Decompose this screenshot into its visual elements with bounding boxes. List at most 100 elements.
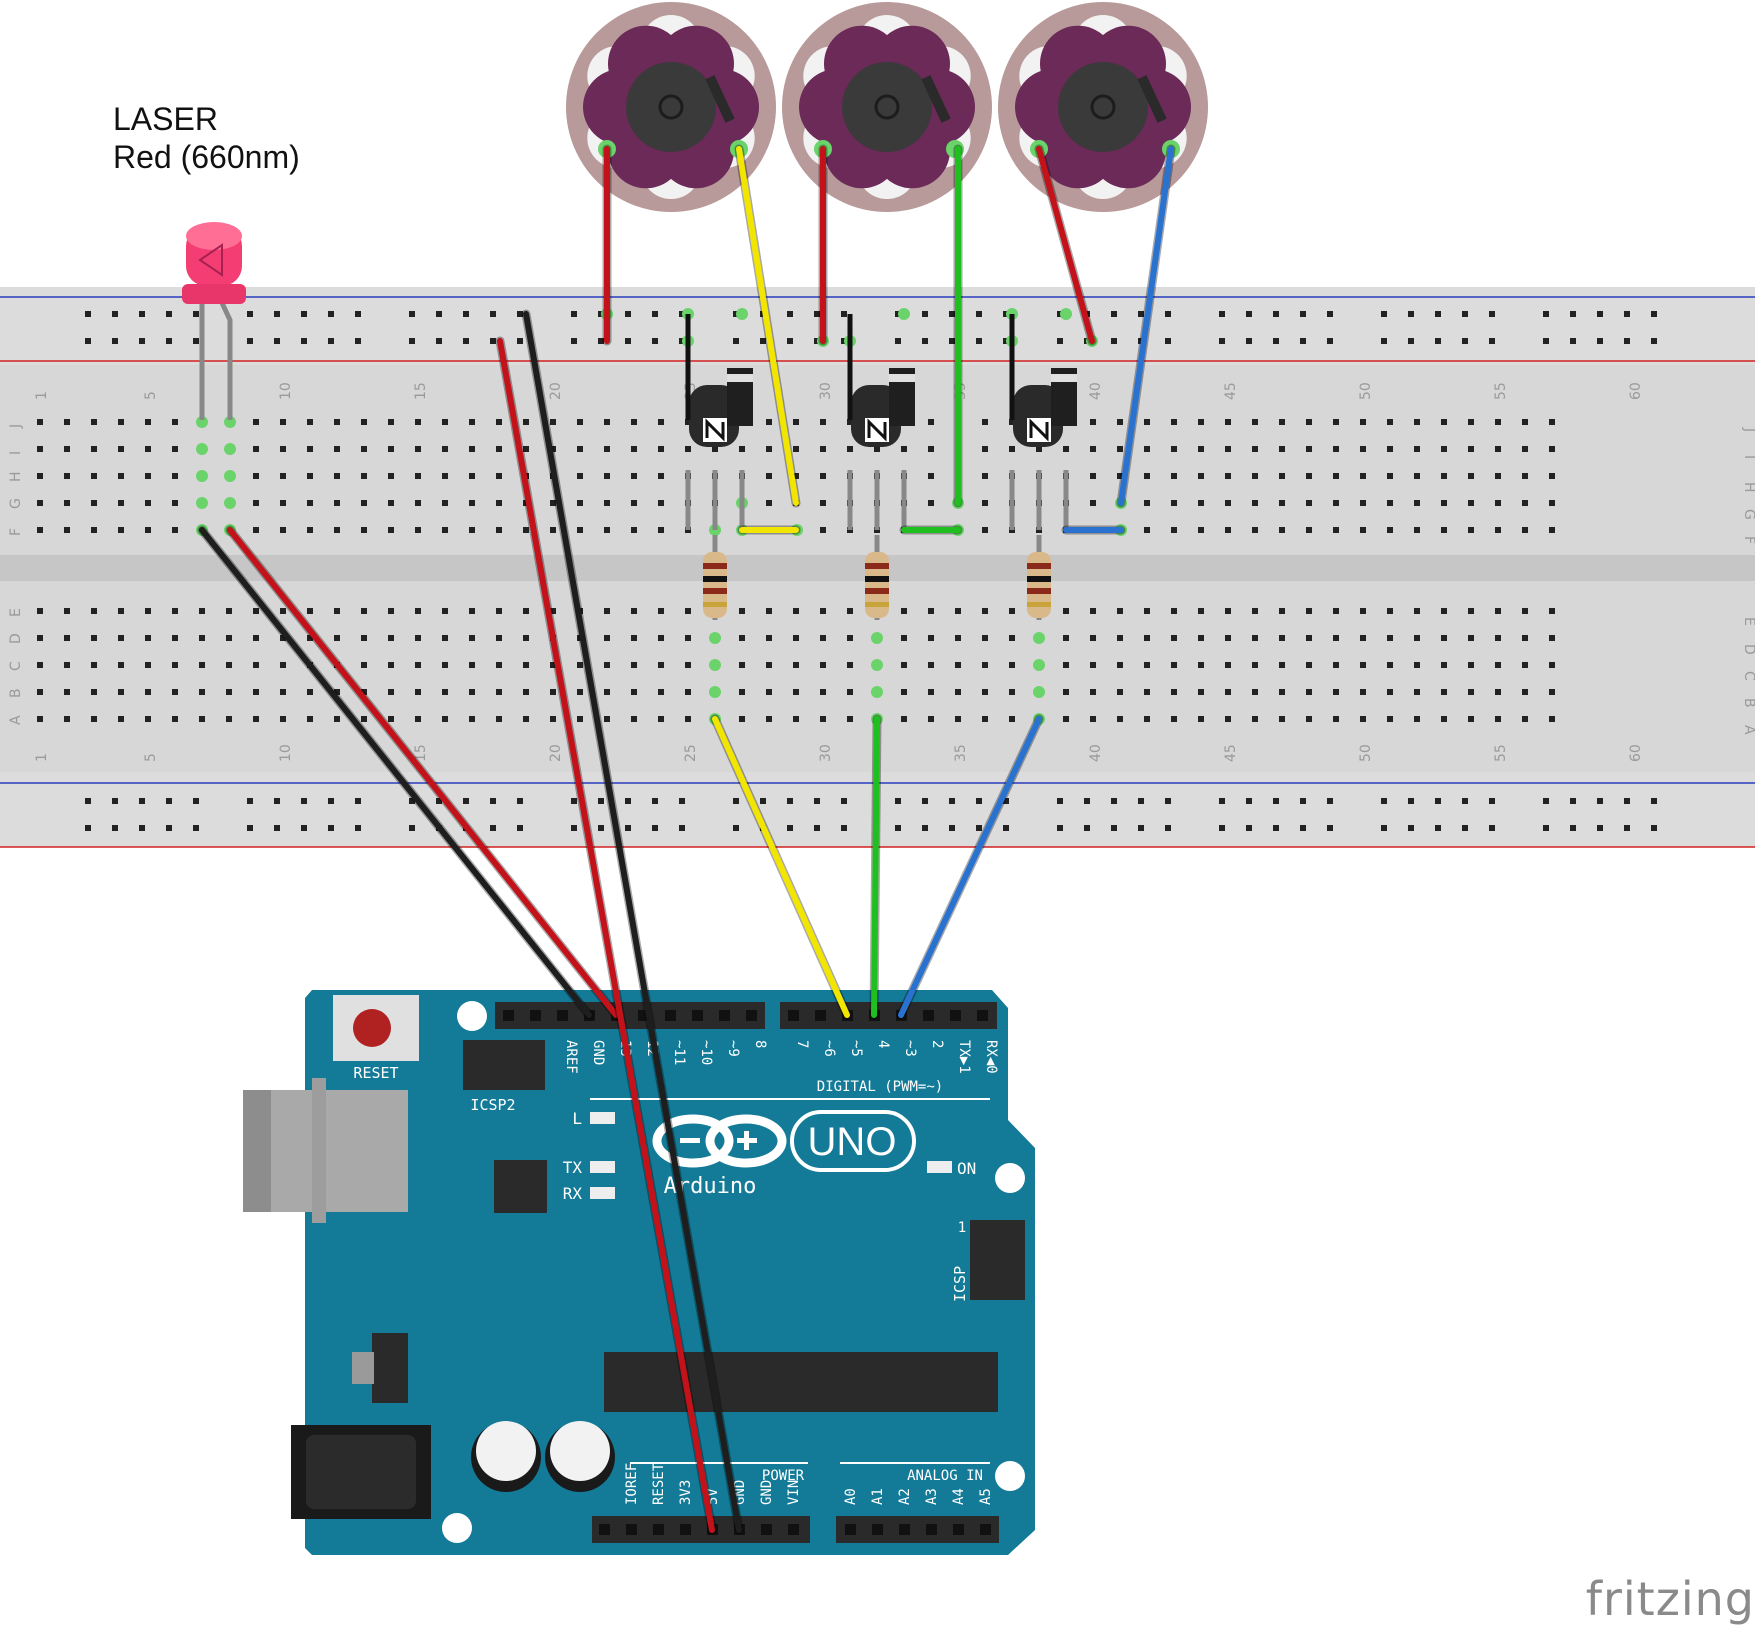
rail-hole [1408, 311, 1414, 317]
piezo-buzzer [566, 2, 776, 212]
row-letter: G [1741, 509, 1755, 520]
hole [1063, 716, 1069, 722]
connected-hole [1033, 632, 1045, 644]
hole [1360, 527, 1366, 533]
col-num: 5 [143, 753, 159, 762]
pin-hole [923, 1010, 934, 1021]
rail-hole [922, 798, 928, 804]
hole [739, 635, 745, 641]
wire-pin4 [871, 716, 880, 1018]
digital-pin-label: AREF [563, 1040, 579, 1074]
hole [1387, 635, 1393, 641]
hole [1468, 689, 1474, 695]
rail-hole [193, 798, 199, 804]
rail-hole [625, 825, 631, 831]
hole [1171, 419, 1177, 425]
digital-pin-label: RX◀0 [983, 1040, 999, 1074]
row-letter: I [8, 451, 24, 455]
rail-hole [436, 338, 442, 344]
hole [685, 608, 691, 614]
rail-hole [490, 338, 496, 344]
rail-hole [949, 311, 955, 317]
hole [496, 473, 502, 479]
hole [1414, 473, 1420, 479]
hole [523, 662, 529, 668]
hole [982, 500, 988, 506]
hole [1117, 635, 1123, 641]
hole [1279, 716, 1285, 722]
hole [226, 608, 232, 614]
resistor [865, 535, 889, 620]
hole [1225, 662, 1231, 668]
hole [199, 608, 205, 614]
digital-pin-label: ~10 [698, 1040, 714, 1065]
hole [523, 635, 529, 641]
hole [793, 419, 799, 425]
hole [253, 419, 259, 425]
hole [1333, 473, 1339, 479]
col-num: 60 [1628, 744, 1644, 762]
hole [631, 527, 637, 533]
hole [253, 716, 259, 722]
hole [1252, 716, 1258, 722]
hole [1198, 716, 1204, 722]
hole [172, 419, 178, 425]
connected-hole [196, 416, 208, 428]
rail-hole [679, 798, 685, 804]
rail-hole [436, 311, 442, 317]
hole [631, 608, 637, 614]
power-pin-label: GND [759, 1480, 775, 1505]
hole [523, 716, 529, 722]
hole [145, 473, 151, 479]
hole [1171, 500, 1177, 506]
resistor [1027, 535, 1051, 620]
col-num: 35 [953, 744, 969, 762]
rail-hole [1138, 825, 1144, 831]
hole [1198, 608, 1204, 614]
hole [361, 689, 367, 695]
rail-hole [841, 311, 847, 317]
rail-hole [139, 798, 145, 804]
hole [1387, 716, 1393, 722]
pin-hole [788, 1010, 799, 1021]
rail-hole [85, 311, 91, 317]
hole [1360, 419, 1366, 425]
hole [226, 662, 232, 668]
laser-label: LASER Red (660nm) [113, 100, 300, 176]
hole [1495, 446, 1501, 452]
rail-hole [922, 338, 928, 344]
wire-laser-pin13 [227, 527, 619, 1018]
rail-hole [1651, 311, 1657, 317]
col-num: 50 [1358, 382, 1374, 400]
rail-hole [166, 825, 172, 831]
hole [1063, 635, 1069, 641]
hole [982, 635, 988, 641]
pin-hole [980, 1524, 991, 1535]
col-num: 10 [278, 744, 294, 762]
hole [604, 662, 610, 668]
hole [361, 635, 367, 641]
hole [118, 419, 124, 425]
hole [1522, 716, 1528, 722]
hole [1306, 689, 1312, 695]
rail-hole [760, 338, 766, 344]
hole [1306, 527, 1312, 533]
hole [37, 716, 43, 722]
hole [604, 473, 610, 479]
hole [766, 473, 772, 479]
rail-hole [1624, 825, 1630, 831]
npn-transistor [1009, 314, 1077, 530]
row-letter: J [1741, 427, 1755, 432]
atmega-chip [604, 1352, 998, 1412]
hole [496, 446, 502, 452]
rail-hole [895, 338, 901, 344]
hole [91, 635, 97, 641]
rail-hole [328, 338, 334, 344]
hole [415, 662, 421, 668]
wire-pin5 [712, 716, 850, 1018]
hole [199, 716, 205, 722]
hole [145, 500, 151, 506]
rail-hole [1624, 311, 1630, 317]
rail-hole [787, 798, 793, 804]
